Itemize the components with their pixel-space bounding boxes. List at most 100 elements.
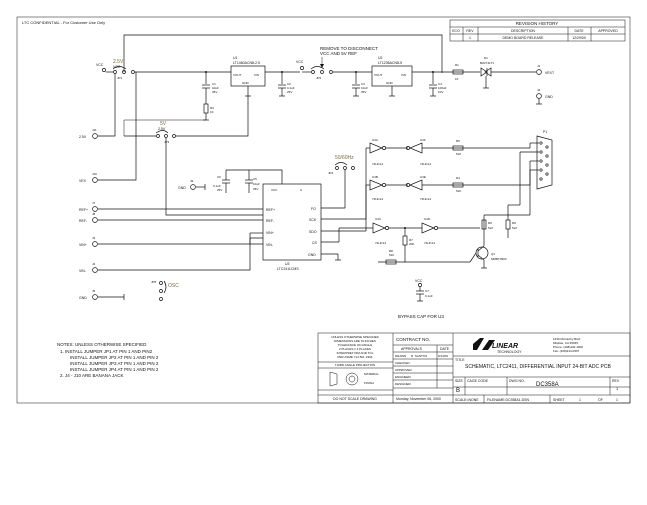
u4c-ref: U4C — [375, 217, 382, 221]
tolerance-line-5: INTERPRET DIM AND TOL — [337, 351, 374, 355]
c5-ref: C5 — [253, 177, 257, 181]
p1-connector: P1 — [508, 130, 553, 215]
j4-label: VIN- — [79, 269, 87, 273]
c3-ref: C3 — [361, 82, 365, 86]
remove-callout-line1: REMOVE TO DISCONNECT — [320, 46, 378, 51]
rev-col-eco: ECO — [452, 29, 460, 33]
j2-label: GND — [545, 95, 553, 99]
u1-part: LT1460ACN8-2.5 — [233, 61, 260, 65]
note-line-1: 1. INSTALL JUMPER JP1 AT PIN 1 AND PIN2 — [60, 349, 153, 354]
material-label: MATERIAL — [364, 372, 379, 376]
r7-ref: R7 — [409, 238, 413, 242]
c4-value: 100uF — [438, 86, 447, 90]
buffer-section: U4A 74HC14 U4F 74HC14 R5 51K U4B 74HC14 … — [338, 138, 530, 319]
note-line-4: INSTALL JUMPER JP4 AT PIN 1 AND PIN 2 — [70, 367, 159, 372]
c4-ref: C4 — [438, 82, 442, 86]
r6-value: 51K — [488, 226, 493, 230]
r7-value: 20K — [409, 242, 414, 246]
title-label: TITLE — [455, 358, 465, 362]
of-value: 1 — [616, 398, 618, 402]
power-section: VCC 2.5V VCC JP1 C1 10uF 35V R3 1K U1 LT… — [96, 34, 555, 121]
note-line-5: 2. J4 - J10 ARE BANANA JACK — [60, 373, 124, 378]
u3-pin-fo: FO — [311, 207, 316, 211]
note-line-3: INSTALL JUMPER JP3 AT PIN 1 AND PIN 2 — [70, 361, 159, 366]
c2-ref: C2 — [287, 82, 291, 86]
notes-block: NOTES: UNLESS OTHERWISE SPECIFIED 1. INS… — [57, 342, 159, 378]
c1-rating: 35V — [212, 90, 217, 94]
title-block: UNLESS OTHERWISE SPECIFIED DIMENSIONS AR… — [317, 332, 631, 404]
approvals-label: APPROVALS — [401, 347, 423, 351]
u4a-ref: U4A — [372, 138, 378, 142]
c3-value: 10uF — [361, 86, 368, 90]
j1-ref: J1 — [537, 64, 541, 68]
d1-ref: D1 — [484, 56, 488, 60]
c6-rating: 25V — [217, 188, 222, 192]
u4b-part: 74HC14 — [372, 197, 383, 201]
rev-col-rev: REV — [466, 29, 474, 33]
c1-ref: C1 — [212, 82, 216, 86]
r4-value: 51K — [456, 189, 461, 193]
input-connectors: J11 2.5V 5V 2.5V JP3 J10 VEX J9 GND J7 R… — [79, 72, 300, 301]
vcc-bypass-label: VCC — [415, 279, 423, 283]
p1-ref: P1 — [543, 130, 547, 134]
logo-subtext: TECHNOLOGY — [497, 350, 522, 354]
r9-ref: R9 — [512, 221, 516, 225]
c5-value: 10uF — [253, 182, 260, 186]
c3-rating: 35V — [361, 90, 366, 94]
plot-date: Monday, November 06, 2000 — [396, 397, 441, 401]
jp1-label: 2.5V — [113, 59, 124, 65]
jp5-ref: JP5 — [151, 280, 157, 284]
tolerance-line-4: 2 PLACES ± 3 PLACES — [339, 347, 371, 351]
jp1-ref: JP1 — [117, 76, 123, 80]
u3-pin-refm: REF- — [266, 219, 275, 223]
j8-ref: J8 — [92, 212, 96, 216]
u3-part: LTC2411CMS — [277, 267, 299, 271]
remove-callout-line2: VCC AND 5V REF — [320, 51, 357, 56]
u2-vin: VIN — [401, 73, 406, 77]
r5-value: 51K — [456, 152, 461, 156]
jp3-sub: 2.5V — [158, 127, 166, 131]
u4a-part: 74HC14 — [372, 162, 383, 166]
rev-row-description: DEMO BOARD RELEASE — [502, 36, 544, 40]
c4-rating: 10V — [438, 90, 443, 94]
projection-symbol — [329, 371, 359, 387]
q1-part: MMBT3904 — [491, 257, 507, 261]
tolerance-line-2: DIMENSIONS ARE IN INCHES — [334, 339, 376, 343]
of-label: OF — [598, 398, 603, 402]
u4b-ref: U4B — [372, 175, 378, 179]
c1-value: 10uF — [212, 86, 219, 90]
u3-adc — [262, 183, 322, 261]
u3-pin-c: C — [300, 188, 303, 192]
j10-label: VEX — [79, 179, 87, 183]
j5-label: GND — [79, 296, 87, 300]
u2-gnd: GND — [386, 81, 394, 85]
jp4-label: 50/60Hz — [335, 155, 354, 161]
j9-ref: J9 — [190, 179, 194, 183]
address-line-4: Fax: (408)434-0507 — [553, 349, 580, 353]
notes-title: NOTES: UNLESS OTHERWISE SPECIFIED — [57, 342, 147, 347]
rev-row-rev: 1 — [469, 36, 471, 40]
u3-pin-vinm: VIN- — [266, 243, 274, 247]
j5-ref: J5 — [92, 289, 96, 293]
j8-label: REF- — [79, 219, 88, 223]
approved-label: APPROVED — [395, 368, 413, 372]
rev-col-description: DESCRIPTION — [511, 29, 535, 33]
jp5-label: OSC — [168, 283, 179, 289]
u1-vout: VOUT — [233, 73, 242, 77]
rev-value: 1 — [616, 386, 619, 391]
r5-ref: R5 — [456, 139, 460, 143]
r1-ref: R1 — [455, 63, 459, 67]
drawn-name: R. SANTOS — [411, 354, 427, 358]
filename-label: FILENAME:DC358A1.DSN — [487, 398, 529, 402]
j10-ref: J10 — [92, 172, 97, 176]
q1-ref: Q1 — [491, 252, 495, 256]
r3-ref: R3 — [210, 106, 214, 110]
cage-code-label: CAGE CODE — [467, 379, 489, 383]
tolerance-line-1: UNLESS OTHERWISE SPECIFIED — [331, 335, 379, 339]
r8-value: 51K — [389, 253, 394, 257]
address-line-1: 1630 McCarthy Blvd. — [553, 337, 581, 341]
size-value: B — [456, 388, 460, 394]
revision-history-table: REVISION HISTORY ECO REV DESCRIPTION DAT… — [449, 19, 626, 42]
